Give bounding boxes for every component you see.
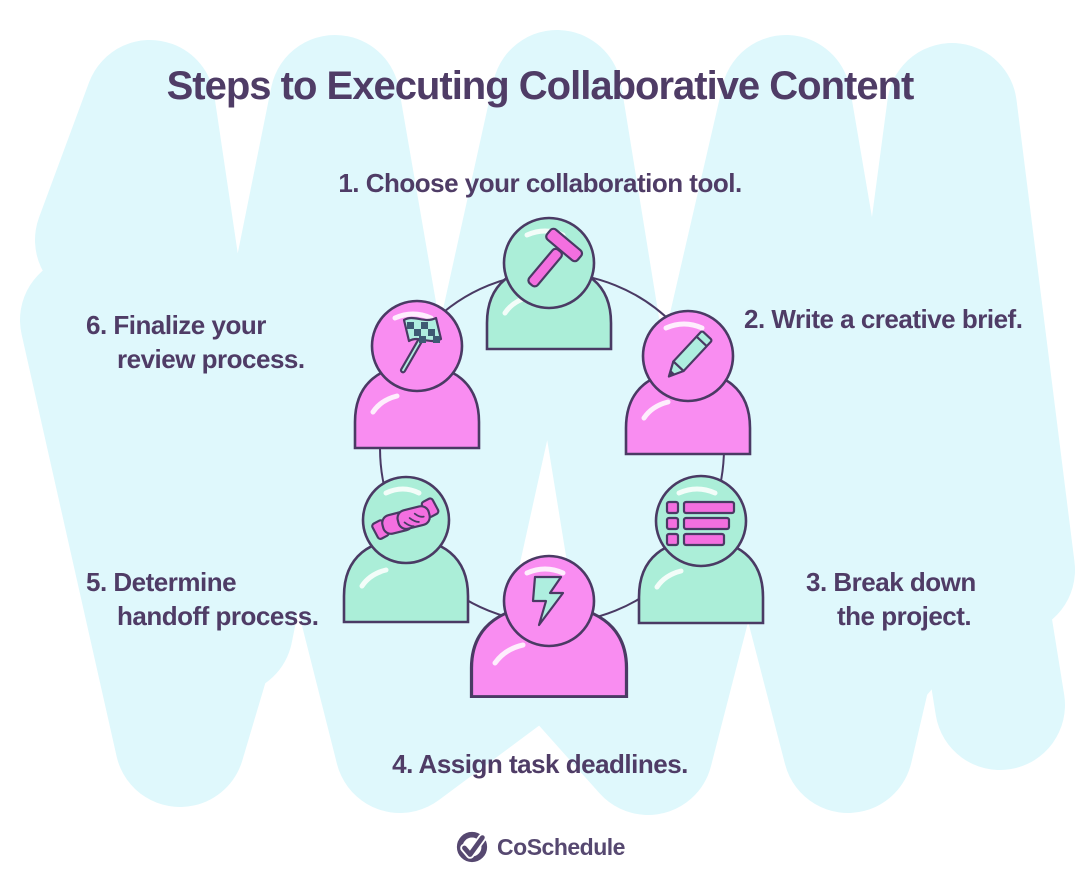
coschedule-logo-text: CoSchedule xyxy=(497,833,625,860)
figure-step-6 xyxy=(353,299,481,450)
step-6-line-2: review process. xyxy=(117,344,305,374)
step-4-label: 4. Assign task deadlines. xyxy=(0,747,1080,781)
pencil-icon xyxy=(667,330,713,378)
step-5-line-1: 5. Determine xyxy=(86,567,237,597)
figure-step-1 xyxy=(485,216,613,351)
lightning-icon xyxy=(531,575,565,627)
step-1-label: 1. Choose your collaboration tool. xyxy=(0,166,1080,200)
figure-step-4 xyxy=(469,554,629,699)
list-icon xyxy=(665,500,736,547)
step-1-line-1: 1. Choose your collaboration tool. xyxy=(338,168,742,198)
handshake-icon xyxy=(371,497,440,540)
step-4-line-1: 4. Assign task deadlines. xyxy=(392,749,688,779)
step-2-line-1: 2. Write a creative brief. xyxy=(744,304,1023,334)
step-3-line-2: the project. xyxy=(837,601,972,631)
step-6-label: 6. Finalize your review process. xyxy=(86,308,305,376)
hammer-icon xyxy=(527,227,584,288)
figure-step-5 xyxy=(342,475,470,624)
step-3-line-1: 3. Break down xyxy=(806,567,976,597)
step-5-label: 5. Determine handoff process. xyxy=(86,565,319,633)
figure-step-2 xyxy=(624,309,752,456)
figure-step-3 xyxy=(637,474,765,625)
step-2-label: 2. Write a creative brief. xyxy=(744,302,1023,336)
coschedule-logo-icon xyxy=(456,831,488,863)
step-5-line-2: handoff process. xyxy=(117,601,319,631)
step-3-label: 3. Break down the project. xyxy=(806,565,976,633)
coschedule-logo: CoSchedule xyxy=(0,830,1080,864)
flag-icon xyxy=(399,316,443,374)
step-6-line-1: 6. Finalize your xyxy=(86,310,266,340)
page-title: Steps to Executing Collaborative Content xyxy=(166,64,915,108)
